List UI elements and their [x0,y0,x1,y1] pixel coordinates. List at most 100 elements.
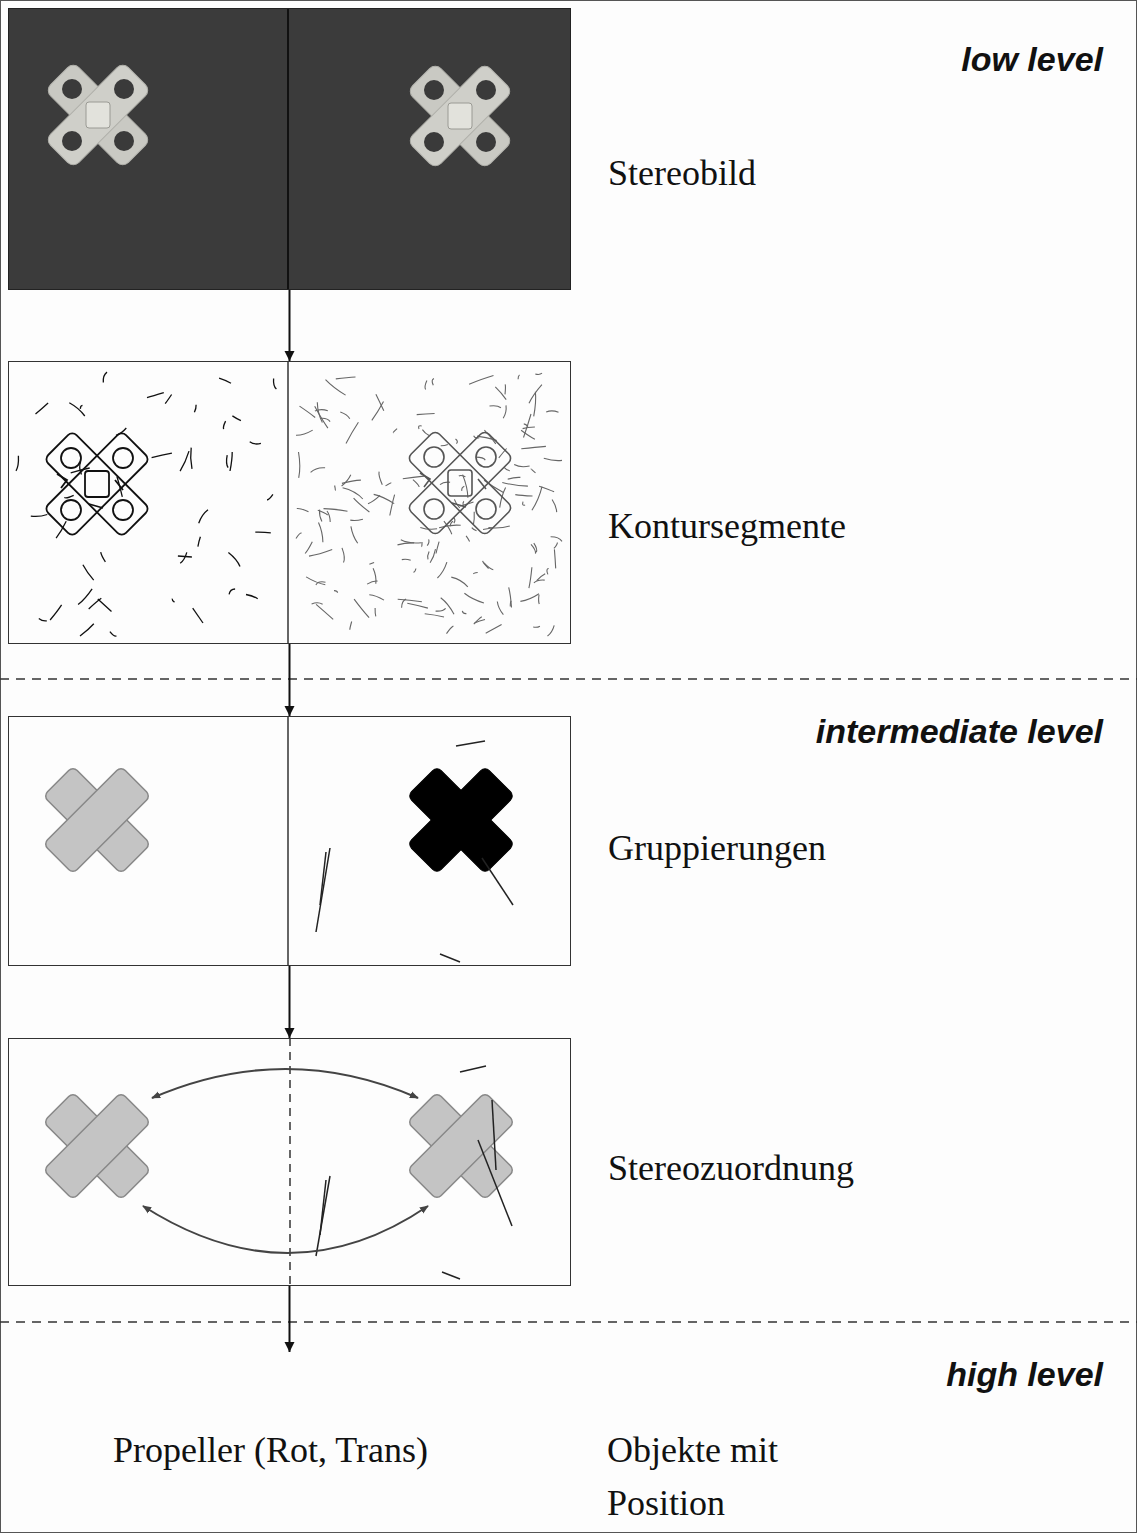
contour-segment [524,414,532,438]
contour-segment [531,469,535,473]
level-label: low level [961,40,1103,79]
contour-segment [346,422,358,443]
contour-segment [520,594,539,602]
contour-segment [194,405,196,413]
divider [287,8,289,290]
contour-segment [439,525,461,528]
grouping-shape [407,766,514,873]
level-label: high level [946,1355,1103,1394]
contour-segment [219,378,231,383]
contour-segment [147,393,164,398]
contour-segment [503,405,506,418]
contour-segment [504,384,506,394]
contour-segment [430,549,435,563]
contour-segment [473,512,475,525]
contour-segment [427,539,429,545]
contour-segment [521,430,535,439]
stage-label: Gruppierungen [608,822,826,875]
contour-segment [466,536,470,542]
image-panel: Stereobild [8,8,571,290]
contour-segment [533,626,540,627]
contour-segment [299,452,300,478]
contour-segment [296,430,313,435]
photo-ground [8,8,571,290]
contour-segment [172,599,174,602]
flow-arrow [289,966,291,1038]
level-separator [0,1321,1137,1323]
contour-segment [552,500,557,513]
contour-segment [152,453,172,457]
contour-segment [523,427,535,429]
contour-segment [484,563,493,570]
contour-segment [441,444,448,445]
contour-segment [554,549,555,568]
contour-segment [354,498,370,512]
contour-segment [98,599,112,611]
propeller-photo [45,62,151,168]
contour-segment [459,475,466,476]
contour-segment [425,614,444,617]
correspondence-arrow [152,1069,418,1098]
correspondence-arrow [143,1206,428,1253]
contour-segment [39,619,47,621]
contour-segment [64,495,73,498]
contour-segment [78,589,92,605]
result-text: Propeller (Rot, Trans) [113,1424,428,1477]
contour-segment [296,533,302,539]
flow-arrow [289,644,291,716]
contour-segment [101,552,106,562]
contour-segment [462,611,466,614]
contour-segment [514,465,529,467]
contour-segment [327,511,330,522]
contour-segment [342,475,351,486]
image-panel: Kontursegmente [8,361,571,644]
contour-segment [413,569,416,573]
contour-segment [524,424,528,427]
contour-segment [80,624,94,636]
contour-segment [274,379,277,390]
contour-segment [486,625,502,634]
contour-noise [16,372,276,636]
contour-segment [437,562,447,578]
contour-segment [422,430,429,436]
contour-segment [311,468,326,473]
propeller-contour [44,431,150,537]
contour-segment [319,523,323,543]
contour-segment [393,429,397,433]
grouping-shape [43,766,150,873]
contour-segment [342,548,344,563]
contour-segment [504,467,510,471]
image-panel: Stereozuordnung [8,1038,571,1286]
contour-segment [425,381,427,390]
contour-segment [354,599,369,618]
contour-segment [534,580,545,583]
contour-segment [31,515,48,517]
contour-segment [509,587,512,607]
contour-segment [398,599,422,602]
contour-segment [343,488,363,499]
contour-segment [413,480,419,487]
stray-segments [316,741,513,962]
contour-segment [464,593,484,603]
stage-label: Stereozuordnung [608,1142,854,1195]
propeller-photo [407,63,513,169]
contour-segment [402,559,411,560]
contour-segment [398,543,415,545]
contour-segment [250,442,261,444]
contour-segment [199,510,208,523]
contour-segment [227,455,229,468]
contour-segment [403,476,424,479]
contour-segment [368,495,380,503]
image-panel: Gruppierungen [8,716,571,966]
stage-label: Stereobild [608,147,756,200]
contour-segment [419,426,422,429]
contour-segment [523,502,525,506]
level-separator [0,678,1137,680]
contour-segment [432,379,434,386]
flow-arrow [289,290,291,361]
contour-segment [180,552,187,563]
contour-segment [490,406,501,408]
contour-segment [316,604,333,619]
